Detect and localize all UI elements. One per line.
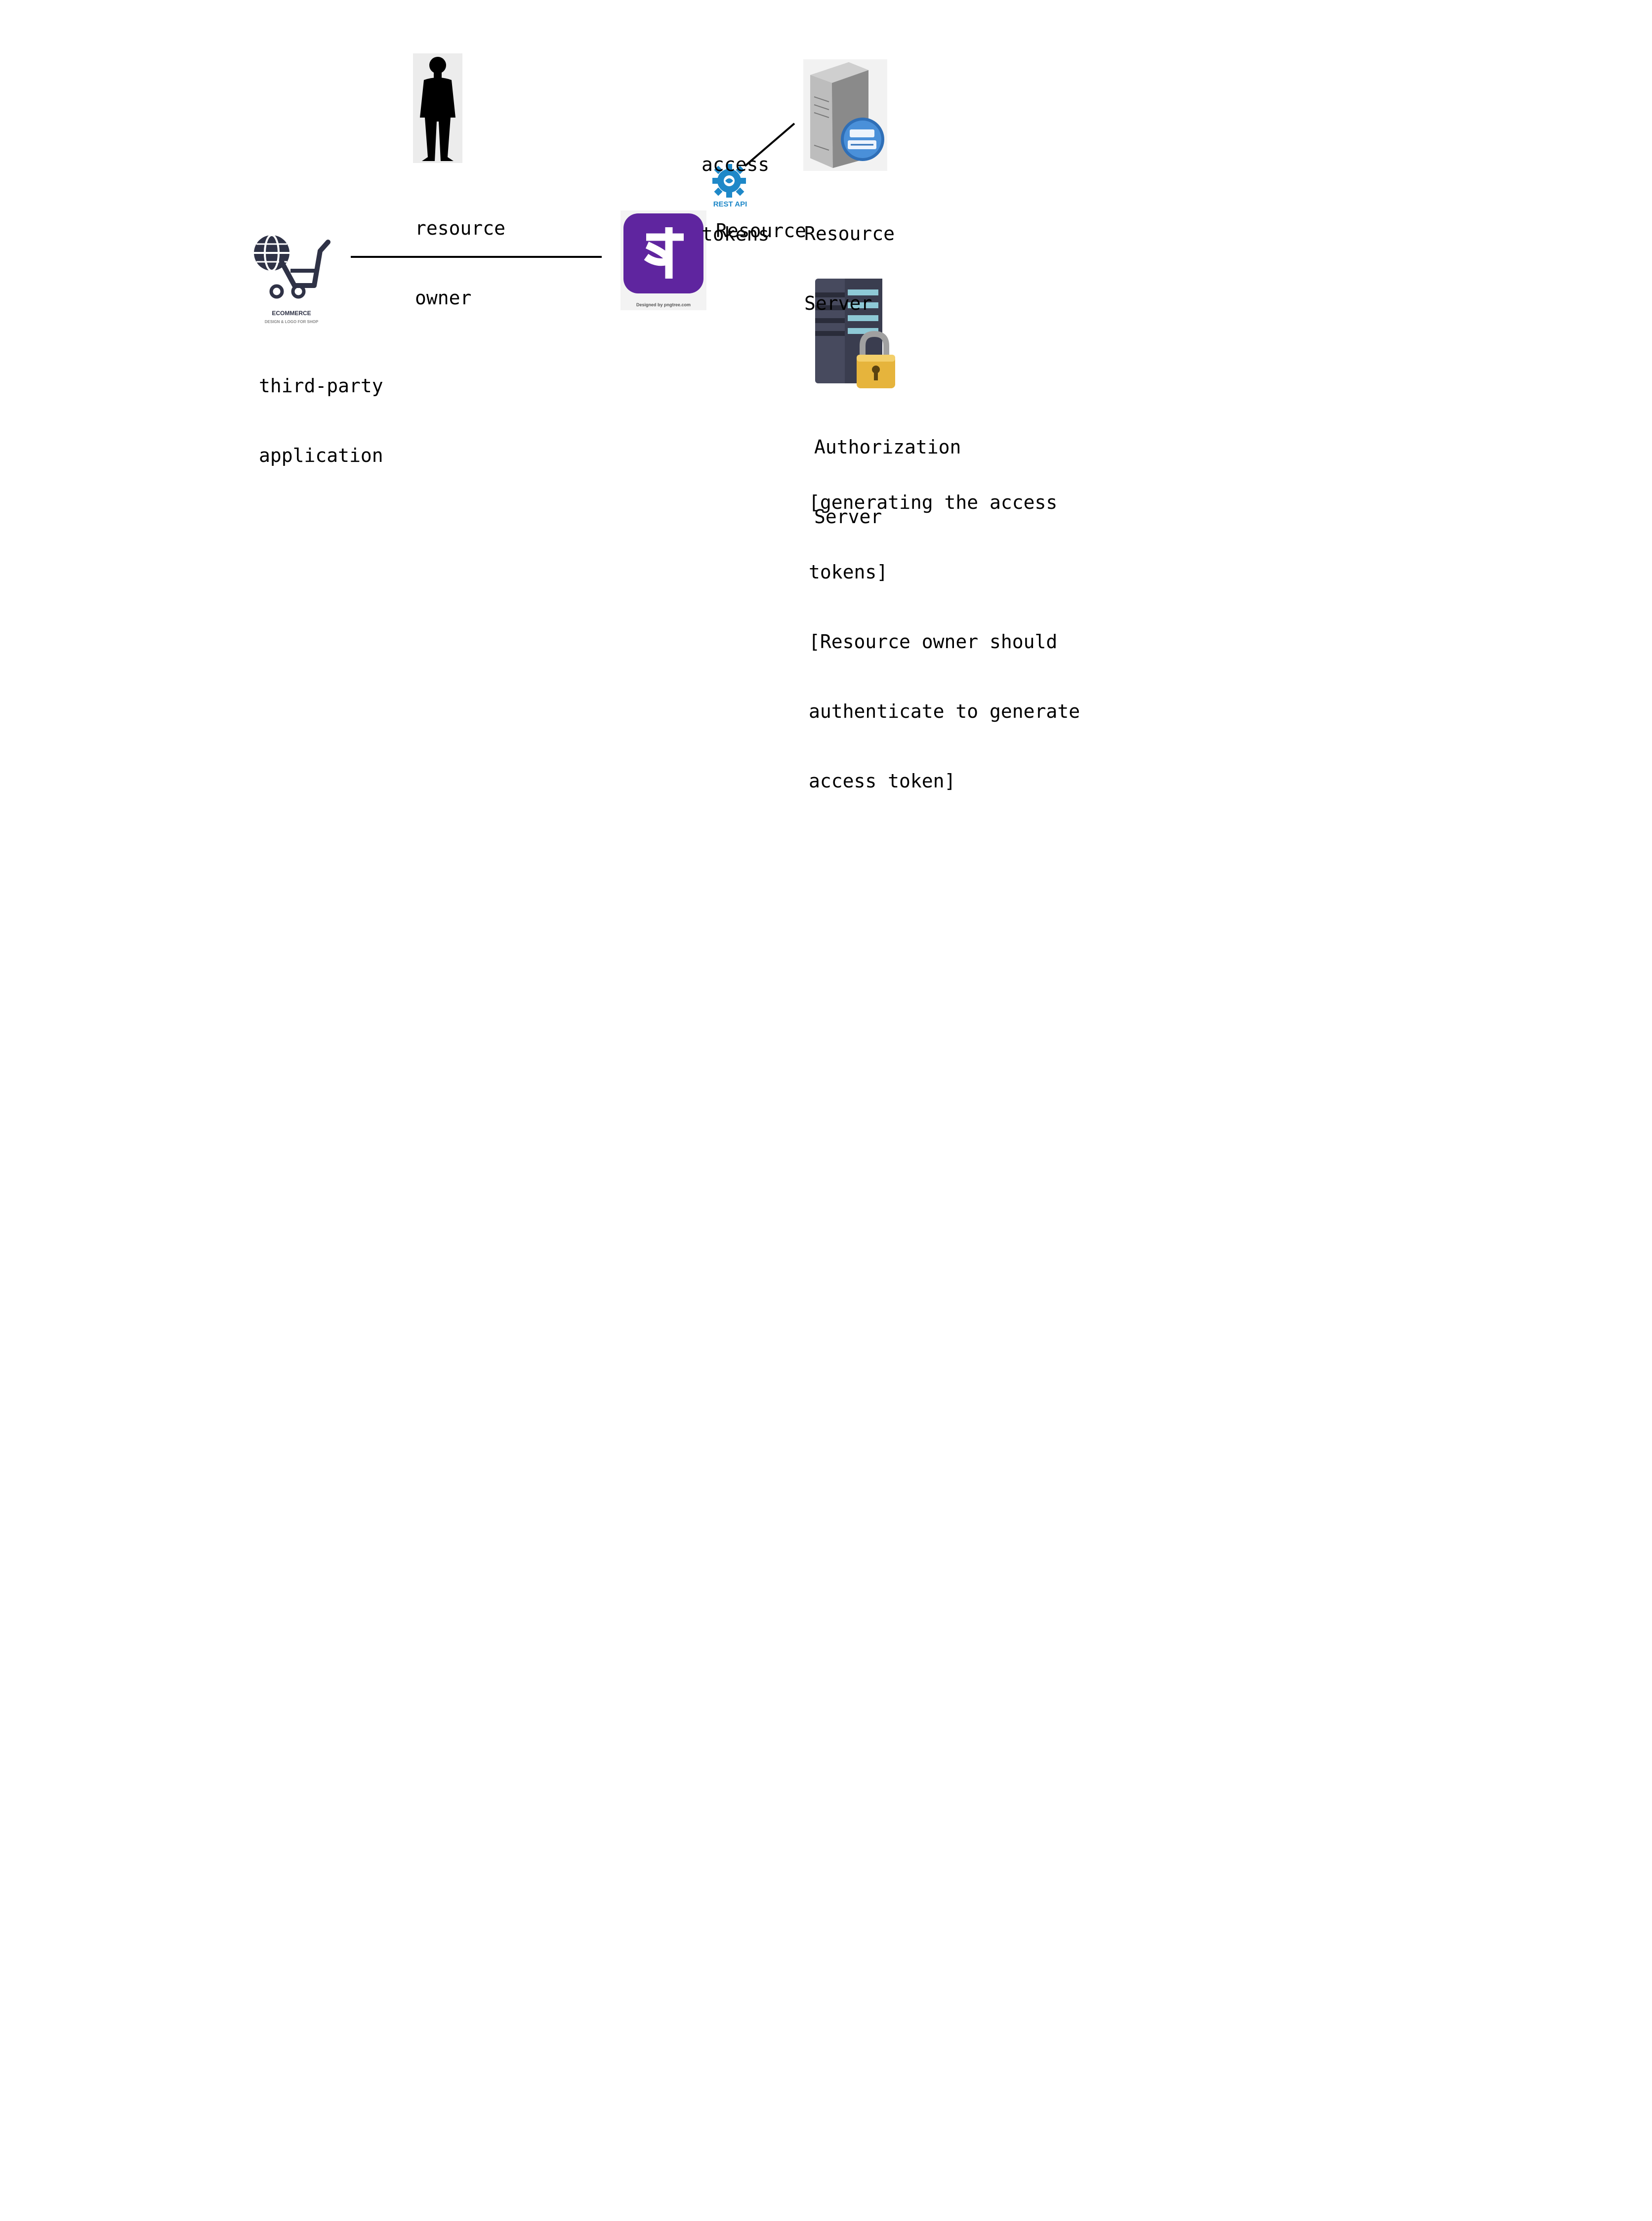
note-line-2: tokens] <box>809 561 888 583</box>
label-resource-server-line1: Resource <box>804 223 895 245</box>
label-resource: Resource <box>716 220 807 242</box>
label-resource-owner: resource owner <box>415 170 505 333</box>
note-line-1: [generating the access <box>809 492 1058 513</box>
label-authorization-server: Authorization Server <box>814 389 961 552</box>
phonepe-app-icon[interactable]: Designed by pngtree.com <box>620 210 706 310</box>
ecommerce-logo-subtext: DESIGN & LOGO FOR SHOP <box>265 320 319 324</box>
label-resource-server-line2: Server <box>804 292 872 314</box>
label-resource-owner-line2: owner <box>415 287 472 309</box>
note-line-4: authenticate to generate <box>809 700 1080 722</box>
ecommerce-cart-globe-icon: ECOMMERCE DESIGN & LOGO FOR SHOP <box>254 234 330 324</box>
label-third-party-application: third-party application <box>259 328 383 491</box>
note-line-5: access token] <box>809 770 956 792</box>
server-tower-icon <box>803 59 887 171</box>
label-access-tokens: access tokens <box>702 107 769 269</box>
note-line-3: [Resource owner should <box>809 631 1058 653</box>
businessman-silhouette-icon <box>413 53 462 163</box>
label-resource-server: Resource Server <box>804 176 895 338</box>
app-icon-caption: Designed by pngtree.com <box>636 302 691 307</box>
ecommerce-logo-text: ECOMMERCE <box>272 310 311 317</box>
label-access-tokens-line2: tokens <box>702 223 770 245</box>
server-rack-lock-icon <box>815 279 895 388</box>
rest-api-text: REST API <box>713 200 747 208</box>
connector-api-to-resource-server <box>744 123 795 167</box>
label-access-tokens-line1: access <box>702 154 770 175</box>
label-third-party-line1: third-party <box>259 375 383 397</box>
label-authorization-server-line2: Server <box>814 506 882 528</box>
label-third-party-line2: application <box>259 445 383 466</box>
note-authorization-server: [generating the access tokens] [Resource… <box>809 445 1080 816</box>
label-authorization-server-line1: Authorization <box>814 436 961 458</box>
label-resource-owner-line1: resource <box>415 217 506 239</box>
